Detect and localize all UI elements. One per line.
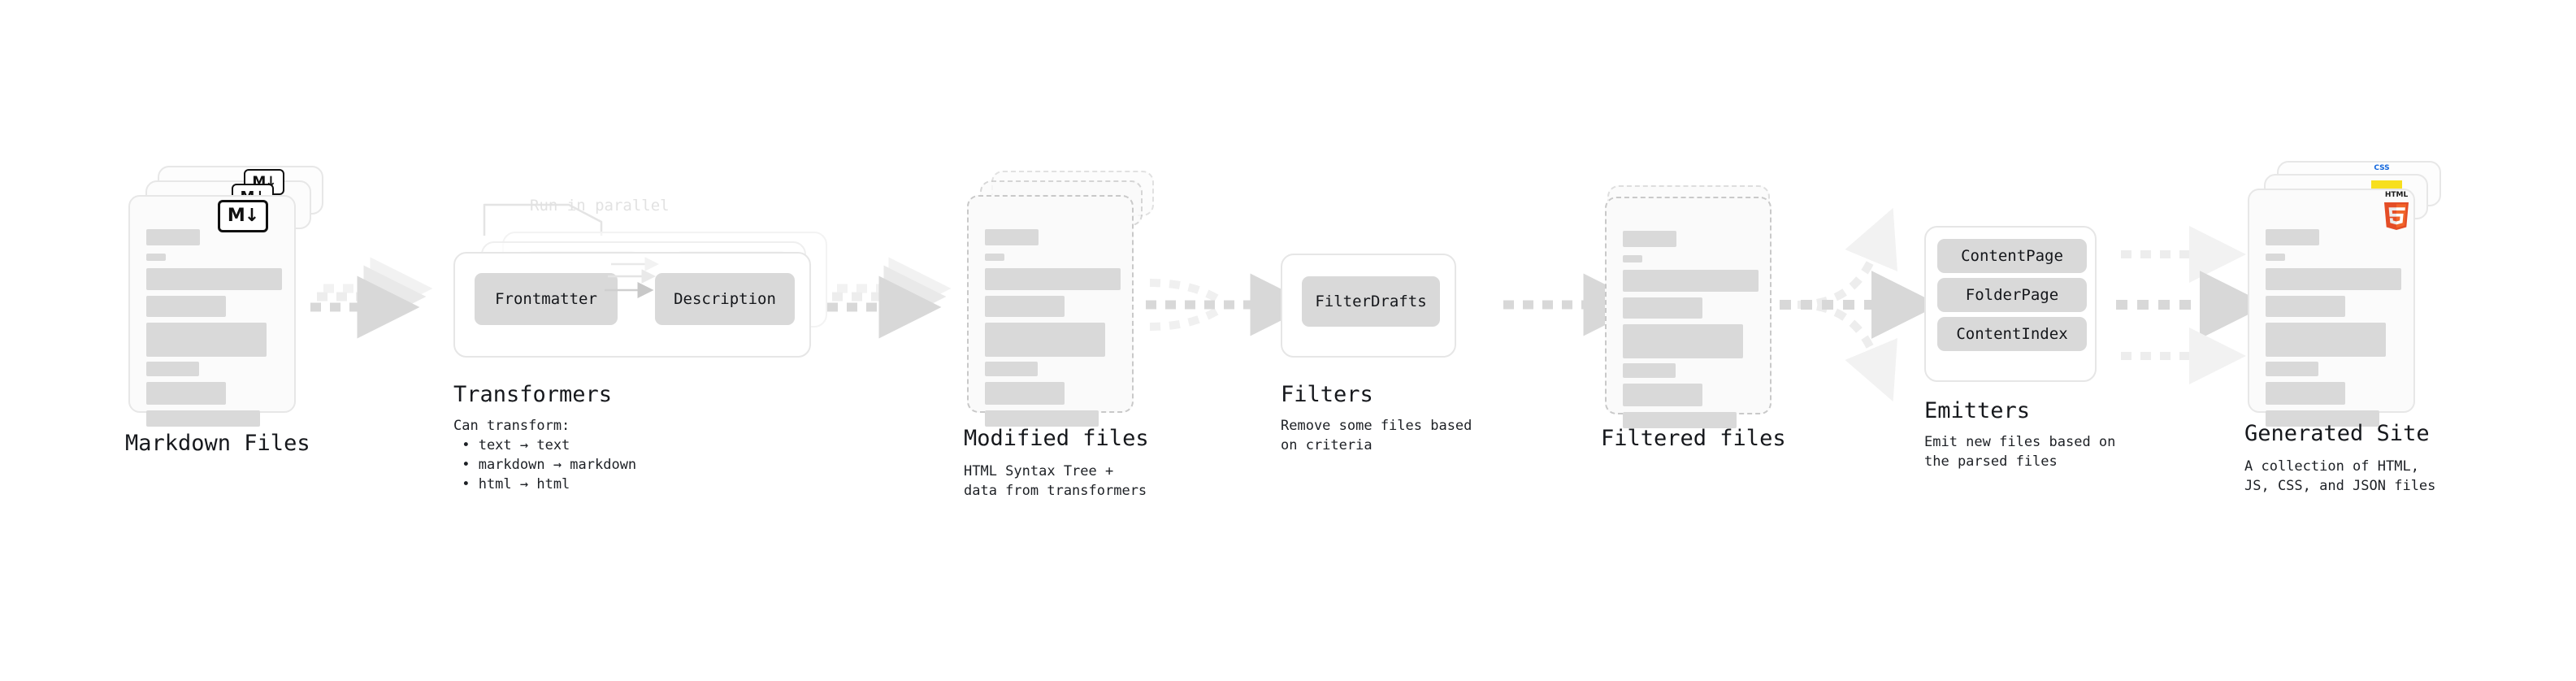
skeleton-line xyxy=(985,268,1121,290)
emitter-pill-contentpage[interactable]: ContentPage xyxy=(1937,239,2087,273)
skeleton-line xyxy=(1623,324,1743,358)
skeleton-line xyxy=(2266,296,2345,317)
skeleton-line xyxy=(146,382,226,405)
filtered-file-card-front xyxy=(1605,197,1772,428)
skeleton-line xyxy=(985,254,1004,261)
skeleton-line xyxy=(146,323,267,357)
arrow-transformers-to-modified xyxy=(827,257,952,339)
arrow-emitters-to-site xyxy=(2116,226,2268,384)
emitter-pill-contentindex[interactable]: ContentIndex xyxy=(1937,317,2087,351)
generated-site-title: Generated Site xyxy=(2244,421,2430,446)
transformer-pill-frontmatter[interactable]: Frontmatter xyxy=(475,273,618,325)
emitters-box: ContentPage FolderPage ContentIndex xyxy=(1924,226,2097,382)
modified-file-card-front xyxy=(967,195,1134,427)
skeleton-line xyxy=(146,296,226,317)
filters-title: Filters xyxy=(1281,382,1373,407)
skeleton-line xyxy=(1623,412,1737,428)
skeleton-line xyxy=(985,382,1065,405)
skeleton-line xyxy=(1623,363,1676,378)
skeleton-line xyxy=(1623,231,1676,247)
generated-site-subtitle: A collection of HTML, JS, CSS, and JSON … xyxy=(2244,458,2436,494)
skeleton-line xyxy=(2266,410,2379,427)
skeleton-line xyxy=(1623,255,1642,262)
html5-badge-icon: HTML xyxy=(2379,192,2413,232)
skeleton-line xyxy=(2266,254,2285,261)
skeleton-line xyxy=(146,362,199,376)
emitters-title: Emitters xyxy=(1924,398,2031,423)
transformers-title: Transformers xyxy=(453,382,613,407)
skeleton-line xyxy=(2266,362,2318,376)
skeleton-line xyxy=(1623,270,1759,292)
emitters-subtitle: Emit new files based on the parsed files xyxy=(1924,434,2116,470)
skeleton-line xyxy=(2266,323,2386,357)
skeleton-line xyxy=(2266,382,2345,405)
modified-files-title: Modified files xyxy=(964,426,1149,451)
skeleton-line xyxy=(985,296,1065,317)
arrow-filtered-to-emitters xyxy=(1780,207,1940,402)
emitter-pill-folderpage[interactable]: FolderPage xyxy=(1937,278,2087,312)
run-in-parallel-label: Run in parallel xyxy=(530,197,670,215)
transformers-subtitle: Can transform: • text → text • markdown … xyxy=(453,418,637,492)
skeleton-line xyxy=(985,410,1099,427)
skeleton-line xyxy=(146,268,282,290)
filters-subtitle: Remove some files based on criteria xyxy=(1281,418,1472,453)
skeleton-line xyxy=(985,229,1039,245)
filter-pill-filterdrafts[interactable]: FilterDrafts xyxy=(1302,276,1440,327)
skeleton-line xyxy=(985,362,1038,376)
arrow-modified-to-filters xyxy=(1146,273,1313,336)
skeleton-line xyxy=(2266,229,2319,245)
markdown-files-title: Markdown Files xyxy=(125,431,310,456)
filters-box: FilterDrafts xyxy=(1281,254,1456,358)
skeleton-line xyxy=(146,229,200,245)
markdown-file-card-front xyxy=(128,195,296,427)
transformer-pill-description[interactable]: Description xyxy=(655,273,795,325)
skeleton-line xyxy=(985,323,1105,357)
filtered-files-title: Filtered files xyxy=(1601,426,1786,451)
skeleton-line xyxy=(2266,268,2401,290)
arrow-markdown-to-transformers xyxy=(310,257,433,339)
skeleton-line xyxy=(146,254,166,261)
html5-shield-icon xyxy=(2383,202,2409,230)
skeleton-line xyxy=(146,410,260,427)
modified-files-subtitle: HTML Syntax Tree + data from transformer… xyxy=(964,463,1147,499)
skeleton-line xyxy=(1623,297,1702,319)
skeleton-line xyxy=(1623,384,1702,406)
transformers-box: Frontmatter Description xyxy=(453,252,811,358)
markdown-badge-icon: M↓ xyxy=(218,200,268,232)
